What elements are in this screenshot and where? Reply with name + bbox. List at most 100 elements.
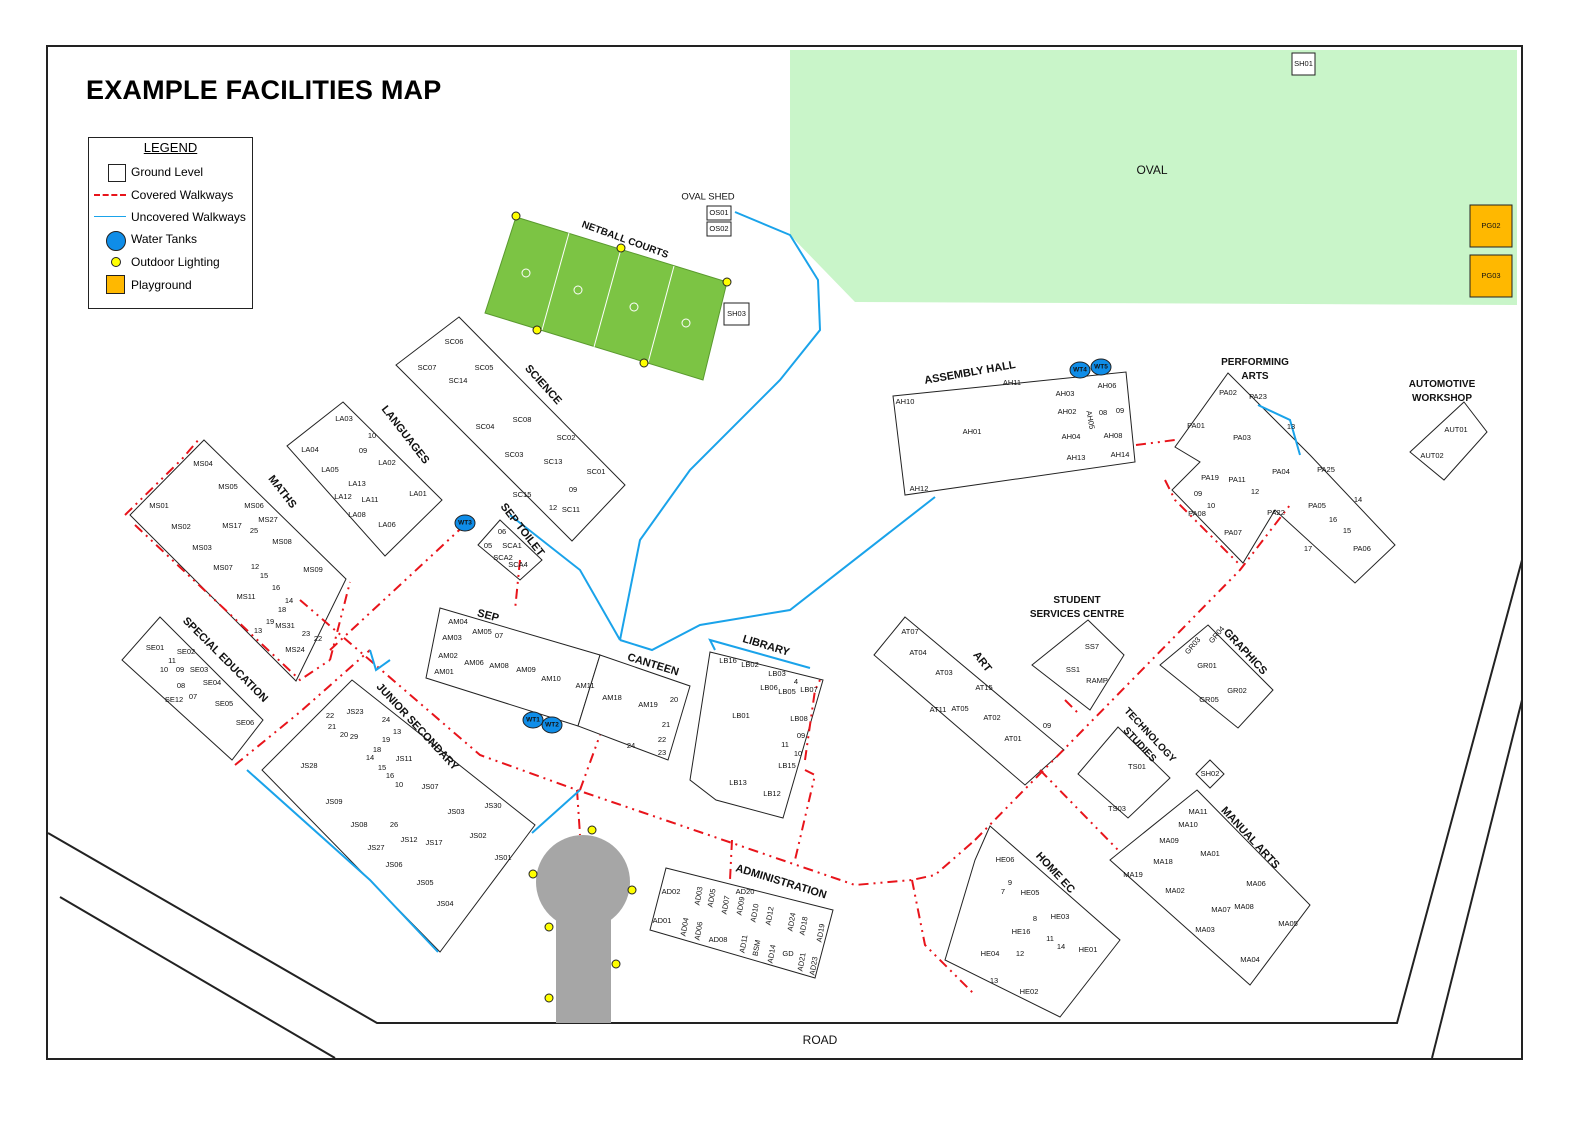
room-label[interactable]: JS08 (350, 820, 367, 829)
room-label[interactable]: AD02 (662, 887, 681, 896)
room-label[interactable]: 25 (250, 526, 258, 535)
room-label[interactable]: MS02 (171, 522, 191, 531)
room-label[interactable]: JS02 (469, 831, 486, 840)
room-label[interactable]: AD23 (807, 956, 819, 976)
room-label[interactable]: MS07 (213, 563, 233, 572)
room-label[interactable]: JS03 (447, 807, 464, 816)
room-label[interactable]: SC01 (587, 467, 606, 476)
building-languages[interactable] (286, 401, 443, 557)
building-science[interactable] (395, 316, 626, 542)
room-label[interactable]: 14 (1057, 942, 1065, 951)
room-label[interactable]: SC11 (562, 505, 580, 514)
room-label[interactable]: 10 (160, 665, 168, 674)
room-label[interactable]: AM02 (438, 651, 458, 660)
room-label[interactable]: 23 (658, 748, 666, 757)
room-label[interactable]: GD (782, 949, 794, 958)
room-label[interactable]: JS06 (385, 860, 402, 869)
building-graphics[interactable] (1159, 624, 1274, 729)
room-label[interactable]: SE05 (215, 699, 233, 708)
room-label[interactable]: 09 (797, 731, 805, 740)
room-label[interactable]: AT01 (1004, 734, 1021, 743)
room-label[interactable]: 12 (1251, 487, 1259, 496)
room-label[interactable]: AD19 (814, 923, 826, 943)
room-label[interactable]: AH13 (1067, 453, 1086, 462)
room-label[interactable]: 14 (285, 596, 293, 605)
room-label[interactable]: HE16 (1012, 927, 1031, 936)
room-label[interactable]: 17 (1304, 544, 1312, 553)
room-label[interactable]: AH11 (1003, 378, 1021, 387)
building-canteen[interactable] (577, 654, 691, 761)
room-label[interactable]: AM03 (442, 633, 462, 642)
room-label[interactable]: PA07 (1224, 528, 1242, 537)
room-label[interactable]: PA19 (1201, 473, 1219, 482)
building-student-services-centre[interactable] (1031, 619, 1125, 711)
room-label[interactable]: LA01 (409, 489, 427, 498)
room-label[interactable]: SCA2 (493, 553, 513, 562)
room-label[interactable]: HE02 (1020, 987, 1039, 996)
room-label[interactable]: AD08 (709, 935, 728, 944)
room-label[interactable]: MS04 (193, 459, 213, 468)
room-label[interactable]: LB05 (778, 687, 796, 696)
room-label[interactable]: AM06 (464, 658, 484, 667)
room-label[interactable]: LB16 (719, 656, 737, 665)
building-performing-arts[interactable] (1171, 372, 1396, 584)
room-label[interactable]: SC06 (445, 337, 464, 346)
room-label[interactable]: PA01 (1187, 421, 1205, 430)
room-label[interactable]: MS17 (222, 521, 242, 530)
room-label[interactable]: 09 (359, 446, 367, 455)
room-label[interactable]: AM05 (472, 627, 492, 636)
room-label[interactable]: MA18 (1153, 857, 1173, 866)
room-label[interactable]: AD05 (705, 888, 717, 908)
room-label[interactable]: HE01 (1079, 945, 1098, 954)
room-label[interactable]: JS04 (436, 899, 453, 908)
room-label[interactable]: 19 (266, 617, 274, 626)
room-label[interactable]: MS27 (258, 515, 278, 524)
room-label[interactable]: LA11 (362, 495, 379, 504)
playground[interactable] (1469, 254, 1513, 298)
room-label[interactable]: RAMP (1086, 676, 1108, 685)
room-label[interactable]: SS7 (1085, 642, 1099, 651)
room-label[interactable]: AT02 (983, 713, 1000, 722)
room-label[interactable]: SC14 (449, 376, 468, 385)
room-label[interactable]: AT15 (975, 683, 992, 692)
room-label[interactable]: 7 (1001, 887, 1005, 896)
room-label[interactable]: AD10 (748, 903, 760, 923)
room-label[interactable]: 09 (569, 485, 577, 494)
room-label[interactable]: 24 (627, 741, 635, 750)
room-label[interactable]: SC08 (513, 415, 532, 424)
room-label[interactable]: AD21 (795, 952, 807, 972)
room-label[interactable]: LA02 (378, 458, 396, 467)
room-label[interactable]: 13 (254, 626, 262, 635)
shed[interactable] (723, 302, 750, 326)
building-automotive-workshop[interactable] (1409, 401, 1488, 481)
room-label[interactable]: 13 (393, 727, 401, 736)
room-label[interactable]: 07 (189, 692, 197, 701)
room-label[interactable]: AT07 (901, 627, 918, 636)
room-label[interactable]: SE02 (177, 647, 195, 656)
building-art[interactable] (873, 616, 1065, 786)
room-label[interactable]: PA06 (1353, 544, 1371, 553)
room-label[interactable]: SE06 (236, 718, 254, 727)
room-label[interactable]: 23 (302, 629, 310, 638)
building-administration[interactable] (649, 867, 834, 979)
room-label[interactable]: AD09 (734, 896, 746, 916)
room-label[interactable]: JS28 (300, 761, 317, 770)
room-label[interactable]: AD01 (653, 916, 672, 925)
room-label[interactable]: LB12 (763, 789, 781, 798)
room-label[interactable]: PA05 (1308, 501, 1326, 510)
building-library[interactable] (689, 651, 824, 819)
room-label[interactable]: AH01 (963, 427, 982, 436)
room-label[interactable]: SCA4 (508, 560, 528, 569)
room-label[interactable]: 12 (251, 562, 259, 571)
building-technology-studies[interactable] (1077, 726, 1171, 819)
netball-courts[interactable] (484, 216, 728, 381)
room-label[interactable]: 19 (382, 735, 390, 744)
room-label[interactable]: AD18 (797, 916, 809, 936)
room-label[interactable]: JS05 (416, 878, 433, 887)
room-label[interactable]: 21 (662, 720, 670, 729)
room-label[interactable]: 20 (340, 730, 348, 739)
room-label[interactable]: 24 (382, 715, 390, 724)
room-label[interactable]: LB13 (729, 778, 747, 787)
room-label[interactable]: SC05 (475, 363, 494, 372)
room-label[interactable]: 13 (990, 976, 998, 985)
